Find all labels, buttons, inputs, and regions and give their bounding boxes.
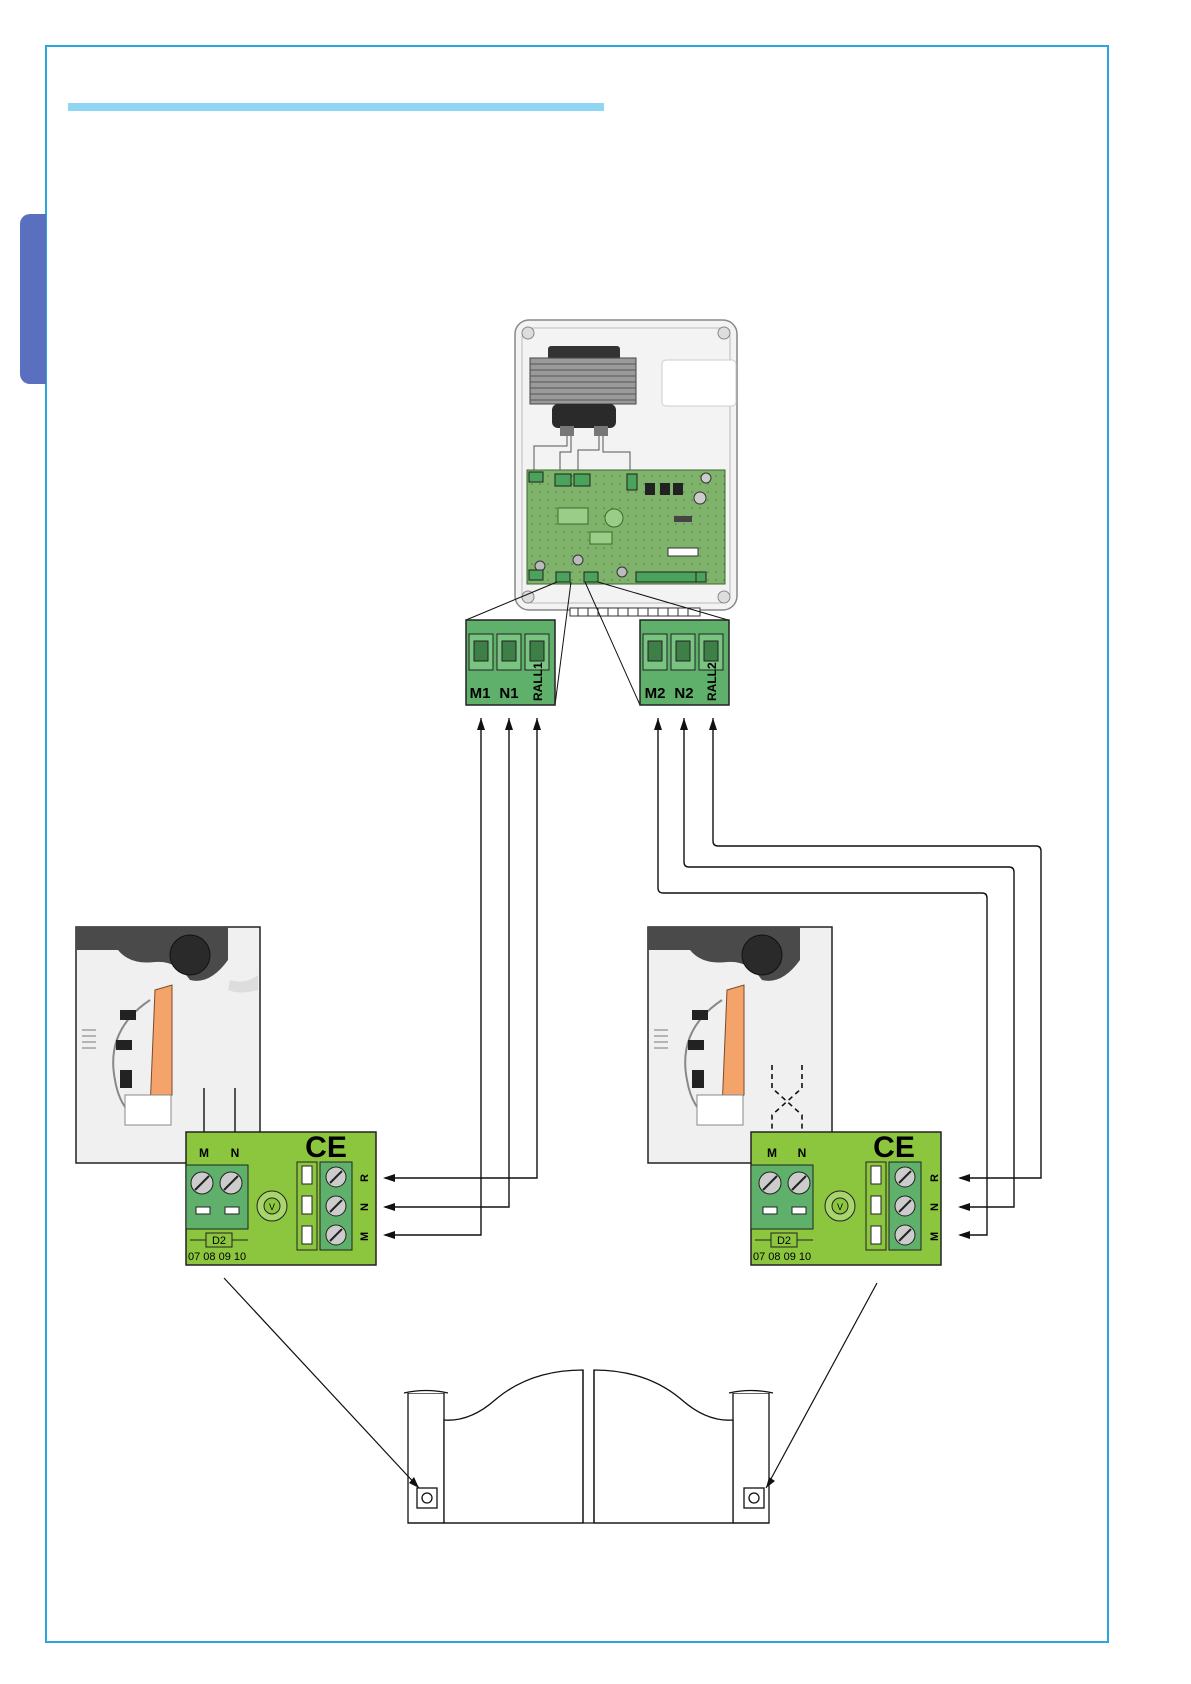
dip-numbers: 07 08 09 10 xyxy=(753,1251,811,1263)
terminal-label: M xyxy=(359,1232,371,1241)
dip-numbers: 07 08 09 10 xyxy=(188,1251,246,1263)
control-board xyxy=(527,470,725,584)
terminal-block-left: M1 N1 RALL1 xyxy=(466,620,555,705)
terminal-label: M xyxy=(929,1232,941,1241)
rotary-switch-icon: V xyxy=(837,1202,843,1212)
wire-label: N xyxy=(798,1146,807,1160)
terminal-label: RALL1 xyxy=(531,662,545,701)
terminal-label: N2 xyxy=(674,685,693,702)
led-label: D2 xyxy=(212,1235,226,1247)
wire-label: N xyxy=(231,1146,240,1160)
terminal-block-right: M2 N2 RALL2 xyxy=(640,620,729,705)
terminal-label: N xyxy=(929,1203,941,1211)
motor-right: M N D2 07 08 09 10 V R N M CE xyxy=(648,927,941,1265)
control-box xyxy=(515,320,737,616)
wire-label: M xyxy=(199,1146,209,1160)
terminal-label: R xyxy=(359,1174,371,1182)
terminal-label: N xyxy=(359,1203,371,1211)
terminal-label: R xyxy=(929,1174,941,1182)
ce-mark: CE xyxy=(305,1131,347,1164)
terminal-label: M1 xyxy=(470,685,491,702)
led-label: D2 xyxy=(777,1235,791,1247)
wire-label: M xyxy=(767,1146,777,1160)
terminal-label: RALL2 xyxy=(705,662,719,701)
terminal-label: N1 xyxy=(499,685,518,702)
ce-mark: CE xyxy=(873,1131,915,1164)
terminal-label: M2 xyxy=(645,685,666,702)
rotary-switch-icon: V xyxy=(269,1202,275,1212)
gate-illustration xyxy=(404,1370,773,1523)
motor-left: M N D2 07 08 09 10 V R N M xyxy=(76,927,376,1265)
